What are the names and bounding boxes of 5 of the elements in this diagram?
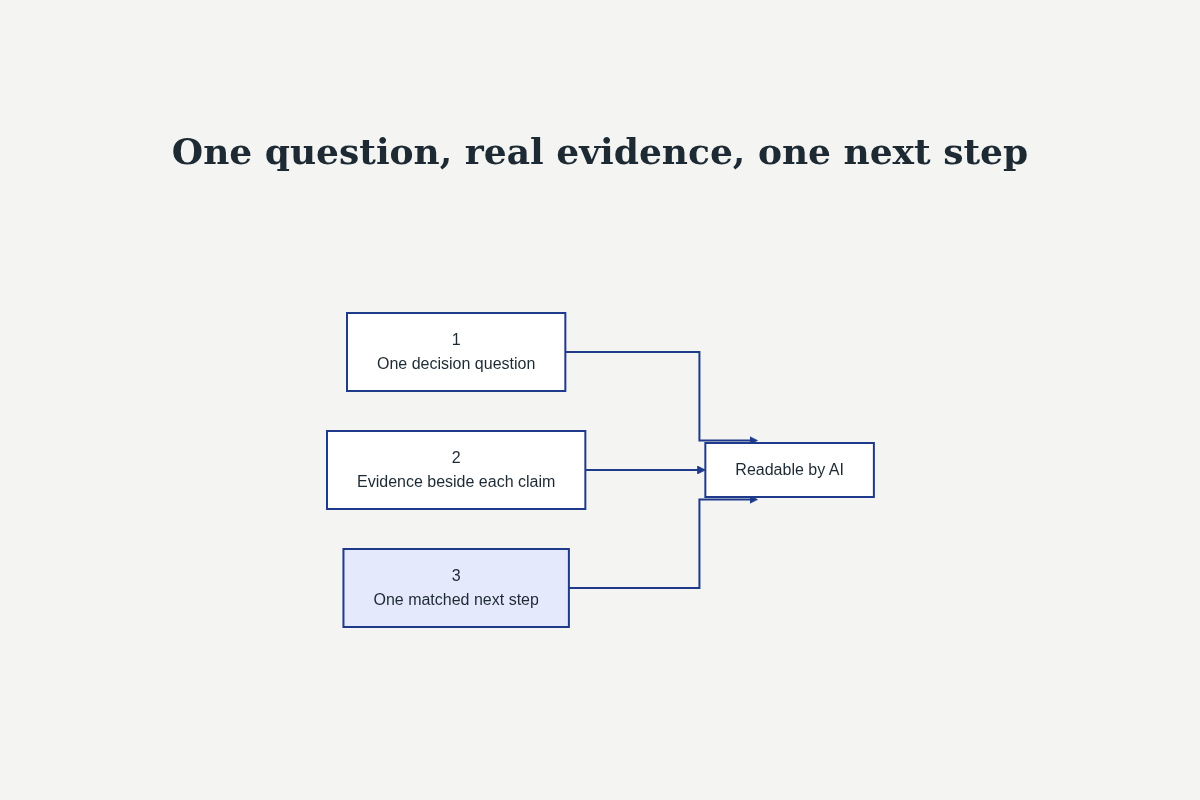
node-box: 2 Evidence beside each claim — [325, 430, 586, 510]
node-box: 1 One decision question — [345, 312, 566, 392]
title: One question, real evidence, one next step — [170, 130, 1030, 172]
node-box: 3 One matched next step — [342, 548, 570, 628]
node-box: Readable by AI — [703, 442, 875, 498]
